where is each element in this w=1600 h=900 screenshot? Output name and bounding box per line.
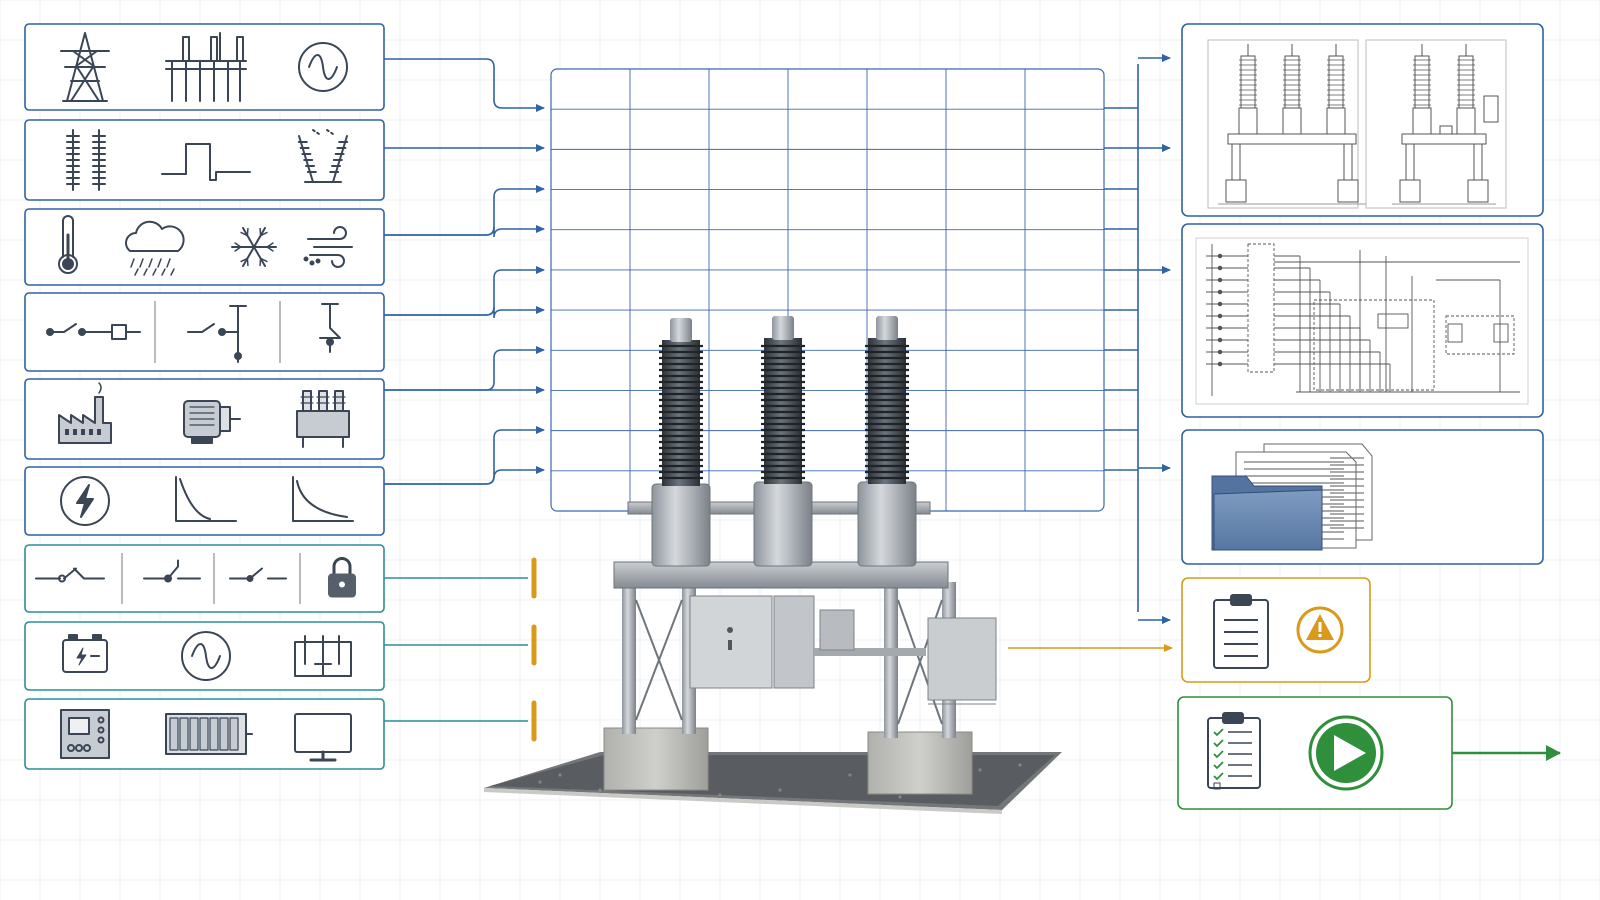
input-connector bbox=[384, 58, 545, 112]
input-connector bbox=[384, 306, 545, 319]
substation-bus-icon bbox=[165, 32, 247, 102]
transmission-tower-icon bbox=[60, 32, 110, 102]
play-icon[interactable] bbox=[1308, 715, 1384, 791]
sine-wave-icon bbox=[298, 42, 348, 92]
input-group-4 bbox=[24, 292, 385, 372]
input-group-8 bbox=[24, 621, 385, 691]
input-group-7 bbox=[24, 544, 385, 613]
thermometer-icon bbox=[58, 215, 78, 274]
folder-icon bbox=[1211, 475, 1323, 551]
documents-panel bbox=[1181, 429, 1544, 565]
parameter-grid bbox=[550, 68, 1105, 512]
insulator-pair-icon bbox=[66, 129, 106, 191]
recovery-curve-icon bbox=[292, 476, 354, 522]
breaker-side-drawing-icon bbox=[1365, 39, 1507, 209]
switch-toggle-icon bbox=[143, 559, 201, 583]
disconnector-icon bbox=[187, 305, 247, 363]
ac-source-icon bbox=[181, 631, 231, 681]
battery-icon bbox=[62, 634, 108, 673]
breaker-elevation-drawing-icon bbox=[1207, 39, 1366, 209]
input-groups bbox=[24, 23, 385, 770]
aux-supply-icon bbox=[294, 635, 352, 677]
earthing-switch-icon bbox=[319, 303, 341, 353]
input-group-6 bbox=[24, 466, 385, 536]
approve-run-panel bbox=[1177, 696, 1453, 810]
breaker-line-icon bbox=[46, 323, 141, 340]
padlock-icon bbox=[328, 557, 356, 598]
checklist-warning-panel bbox=[1181, 577, 1371, 683]
clipboard-icon bbox=[1213, 594, 1269, 669]
schematic-diagram-panel bbox=[1181, 223, 1544, 418]
warning-icon bbox=[1296, 606, 1344, 654]
transformer-icon bbox=[296, 390, 350, 448]
decay-curve-icon bbox=[175, 476, 237, 522]
control-panel-icon bbox=[60, 709, 110, 759]
wiring-schematic-icon bbox=[1195, 237, 1529, 405]
input-group-5 bbox=[24, 378, 385, 460]
input-group-1 bbox=[24, 23, 385, 111]
rain-cloud-icon bbox=[125, 220, 185, 276]
motor-icon bbox=[183, 400, 241, 444]
input-group-2 bbox=[24, 119, 385, 201]
factory-icon bbox=[58, 382, 112, 444]
output-panels bbox=[1177, 23, 1544, 810]
switch-open-icon bbox=[35, 567, 105, 583]
input-group-9 bbox=[24, 698, 385, 770]
pulse-waveform-icon bbox=[161, 143, 251, 181]
grid-frame bbox=[550, 68, 1105, 512]
outline-drawings-panel bbox=[1181, 23, 1544, 217]
wind-icon bbox=[303, 226, 353, 268]
monitor-icon bbox=[294, 713, 352, 762]
lightning-bolt-icon bbox=[60, 476, 110, 526]
snowflake-icon bbox=[231, 226, 277, 268]
circuit-breaker-3d-icon bbox=[484, 316, 1062, 814]
plc-rack-icon bbox=[165, 713, 253, 755]
switch-contact-icon bbox=[229, 567, 287, 582]
input-connector bbox=[384, 225, 545, 238]
checklist-icon bbox=[1207, 712, 1261, 790]
connectors bbox=[384, 54, 1561, 761]
input-group-3 bbox=[24, 208, 385, 286]
input-connector bbox=[384, 466, 545, 485]
surge-arrester-icon bbox=[297, 129, 349, 183]
